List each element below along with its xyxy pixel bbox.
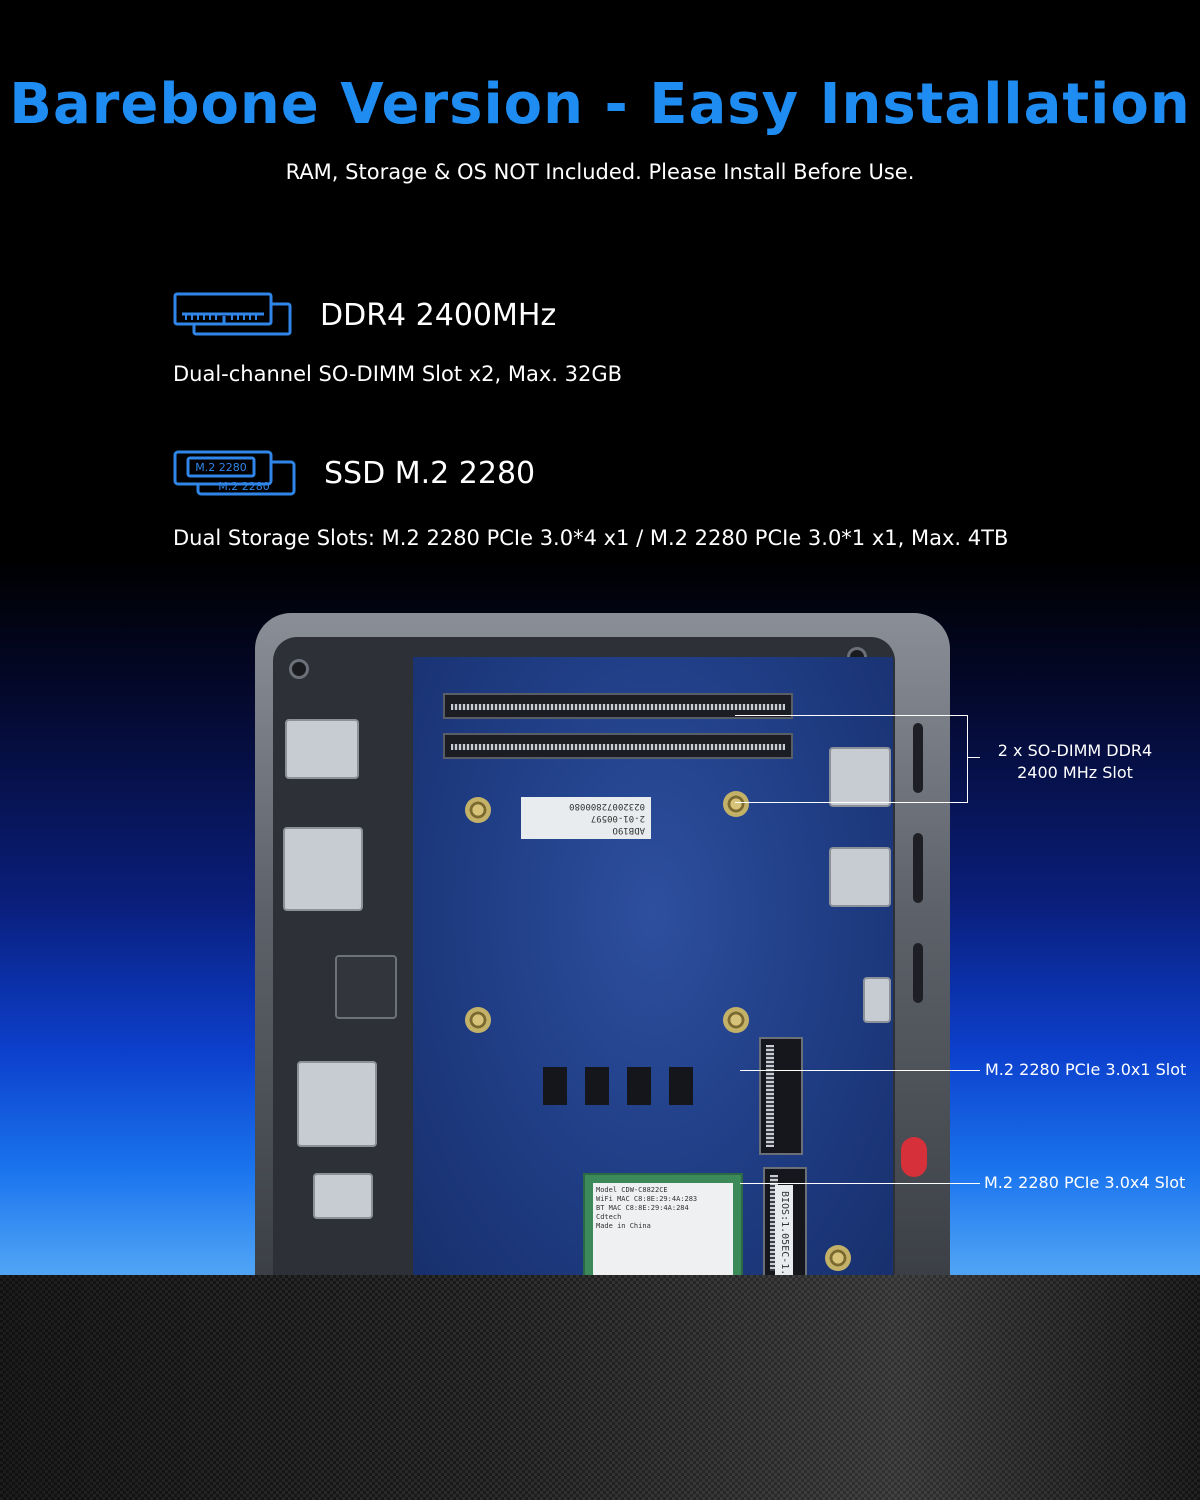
wifi-label-line: BT MAC C8:8E:29:4A:284	[596, 1204, 689, 1212]
m2-x4-callout-line	[740, 1183, 980, 1184]
ssd-feature-heading: M.2 2280 M.2 2280 SSD M.2 2280	[172, 448, 535, 498]
ram-module-icon	[173, 292, 292, 336]
dimm-callout-box	[735, 715, 968, 803]
wifi-card-label: Model CDW-C8822CE WiFi MAC C8:8E:29:4A:2…	[593, 1183, 733, 1275]
side-vent	[913, 833, 923, 903]
chip	[543, 1067, 567, 1105]
usb-a-port	[285, 719, 359, 779]
motherboard: ADB19O 2-01-00597 02320072800080 BIOS:1.…	[413, 657, 893, 1275]
ram-feature-heading: DDR4 2400MHz	[172, 290, 556, 340]
wifi-card: Model CDW-C8822CE WiFi MAC C8:8E:29:4A:2…	[583, 1173, 743, 1275]
page-subtitle: RAM, Storage & OS NOT Included. Please I…	[285, 160, 915, 184]
screw	[465, 1007, 491, 1033]
sticker-line: ADB19O	[612, 825, 645, 835]
ssd-feature-title: SSD M.2 2280	[324, 455, 536, 491]
screw	[825, 1245, 851, 1271]
bios-label-text: BIOS:1.05EC-1.04	[779, 1191, 790, 1275]
usb-a-port-right	[829, 747, 891, 807]
m2-slot-x1	[759, 1037, 803, 1155]
usb-c-port	[863, 977, 891, 1023]
ethernet-port	[335, 955, 397, 1019]
chip	[585, 1067, 609, 1105]
sticker-line: 2-01-00597	[590, 813, 645, 823]
screw	[465, 797, 491, 823]
page-title: Barebone Version - Easy Installation	[9, 72, 1191, 137]
board-sticker: ADB19O 2-01-00597 02320072800080	[521, 797, 651, 839]
side-vent	[913, 943, 923, 1003]
ssd-m2-icon: M.2 2280 M.2 2280	[173, 450, 296, 496]
dimm-callout-text: 2 x SO-DIMM DDR4 2400 MHz Slot	[985, 740, 1165, 784]
wifi-label-line: Made in China	[596, 1222, 651, 1230]
screw	[289, 659, 309, 679]
bios-label: BIOS:1.05EC-1.04	[775, 1185, 793, 1275]
dimm-callout-line1: 2 x SO-DIMM DDR4	[997, 741, 1153, 760]
chassis-interior: ADB19O 2-01-00597 02320072800080 BIOS:1.…	[273, 637, 927, 1275]
ssd-feature-description: Dual Storage Slots: M.2 2280 PCIe 3.0*4 …	[173, 526, 1009, 550]
wifi-label-line: Model CDW-C8822CE	[596, 1186, 668, 1194]
ssd-icon-text-back: M.2 2280	[218, 480, 269, 493]
chip	[627, 1067, 651, 1105]
m2-x1-callout-text: M.2 2280 PCIe 3.0x1 Slot	[985, 1060, 1187, 1079]
audio-port	[313, 1173, 373, 1219]
sodimm-slot	[443, 693, 793, 719]
dimm-callout-line2: 2400 MHz Slot	[1017, 763, 1133, 782]
screw	[723, 791, 749, 817]
dimm-callout-line	[968, 757, 980, 758]
chip	[669, 1067, 693, 1105]
side-vent	[913, 723, 923, 793]
power-button	[901, 1137, 927, 1177]
dc-power-port	[297, 1061, 377, 1147]
carbon-fiber-surface	[0, 1275, 1200, 1500]
screw	[723, 1007, 749, 1033]
ram-feature-description: Dual-channel SO-DIMM Slot x2, Max. 32GB	[173, 362, 623, 386]
sodimm-slot	[443, 733, 793, 759]
m2-x4-callout-text: M.2 2280 PCIe 3.0x4 Slot	[984, 1173, 1186, 1192]
sticker-line: 02320072800080	[569, 801, 645, 811]
wifi-label-line: WiFi MAC C8:8E:29:4A:283	[596, 1195, 698, 1203]
hdmi-port	[283, 827, 363, 911]
usb-a-port-right	[829, 847, 891, 907]
ssd-icon-text: M.2 2280	[195, 461, 246, 474]
ram-feature-title: DDR4 2400MHz	[320, 297, 557, 333]
mini-pc-chassis: ADB19O 2-01-00597 02320072800080 BIOS:1.…	[255, 613, 950, 1275]
wifi-label-line: Cdtech	[596, 1213, 622, 1221]
m2-x1-callout-line	[740, 1070, 980, 1071]
